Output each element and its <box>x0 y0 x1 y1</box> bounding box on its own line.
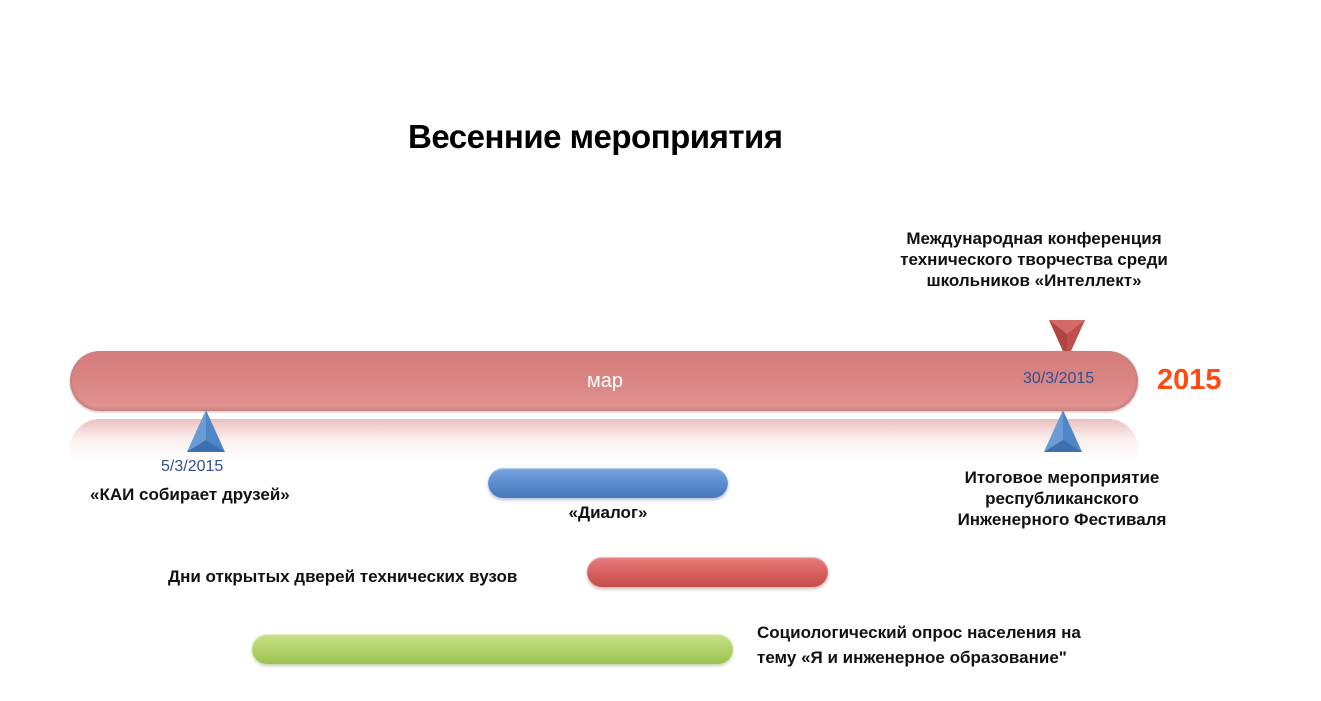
timeline-bar <box>70 351 1138 411</box>
label-line: Международная конференция <box>906 229 1162 248</box>
month-label: мар <box>587 370 623 392</box>
survey-label: Социологический опрос населения на тему … <box>757 620 1081 670</box>
label-line: Социологический опрос населения на <box>757 623 1081 642</box>
label-line: тему «Я и инженерное образование" <box>757 648 1067 667</box>
label-line: школьников «Интеллект» <box>926 271 1142 290</box>
dialog-span-bar <box>488 468 728 498</box>
open-doors-span-bar <box>587 557 828 587</box>
triangle-up-marker-icon <box>187 410 225 452</box>
intellekt-conference-label: Международная конференция технического т… <box>884 228 1184 291</box>
kai-friends-label: «КАИ собирает друзей» <box>90 485 290 504</box>
end-date-label: 30/3/2015 <box>1023 370 1095 387</box>
label-line: республиканского <box>985 489 1139 508</box>
start-date-label: 5/3/2015 <box>161 458 224 475</box>
open-doors-label: Дни открытых дверей технических вузов <box>168 567 518 586</box>
timeline-reflection <box>70 419 1138 459</box>
triangle-down-marker-icon <box>1049 320 1085 360</box>
label-line: Инженерного Фестиваля <box>957 510 1167 529</box>
label-line: технического творчества среди <box>900 250 1168 269</box>
survey-span-bar <box>252 634 733 664</box>
page-title: Весенние мероприятия <box>408 118 783 155</box>
festival-final-label: Итоговое мероприятие республиканского Ин… <box>912 467 1212 530</box>
year-label: 2015 <box>1157 364 1222 396</box>
triangle-up-marker-icon <box>1044 410 1082 452</box>
label-line: Итоговое мероприятие <box>964 468 1160 487</box>
dialog-label: «Диалог» <box>568 503 648 522</box>
